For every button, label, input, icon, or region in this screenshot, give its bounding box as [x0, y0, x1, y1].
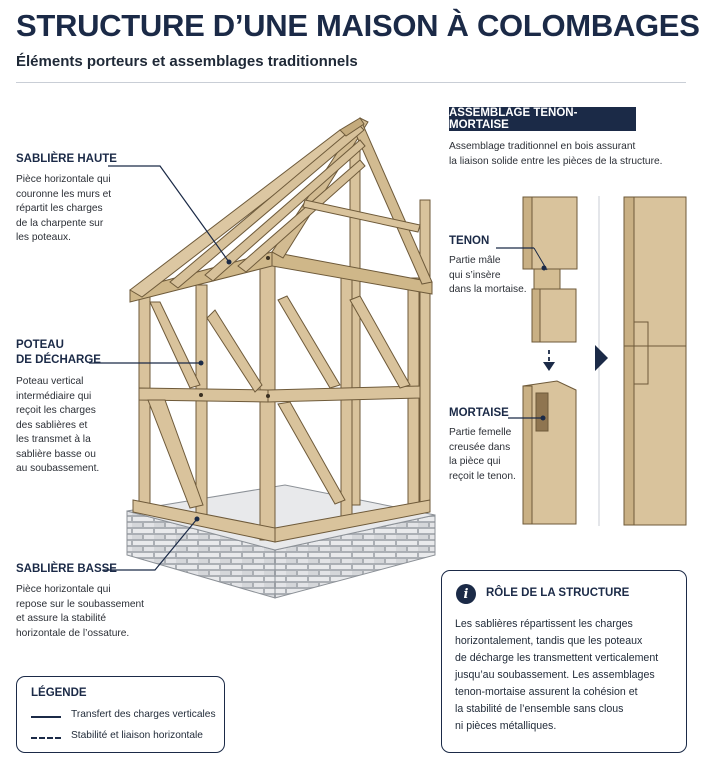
label-poteau-title: POTEAU DE DÉCHARGE — [16, 339, 101, 366]
legend-panel — [16, 676, 225, 753]
assembled-joint — [623, 196, 687, 526]
mortise-piece — [522, 380, 577, 525]
assemblage-intro: Assemblage traditionnel en bois assurant… — [449, 141, 663, 167]
legend-solid-line — [31, 716, 61, 718]
page-subtitle: Éléments porteurs et assemblages traditi… — [16, 53, 358, 70]
assemblage-badge: ASSEMBLAGE TENON-MORTAISE — [449, 107, 636, 131]
legend-dashed-line — [31, 737, 61, 739]
timber-frame — [129, 116, 433, 543]
tenon-text: Partie mâle qui s’insère dans la mortais… — [449, 255, 527, 295]
legend-title: LÉGENDE — [31, 687, 87, 699]
arrow-down-icon — [543, 362, 555, 371]
tenon-title: TENON — [449, 235, 490, 247]
page-title: STRUCTURE D’UNE MAISON À COLOMBAGES — [16, 8, 700, 43]
label-sabliere-basse-title: SABLIÈRE BASSE — [16, 563, 117, 575]
role-panel — [441, 570, 687, 753]
role-text: Les sablières répartissent les charges h… — [455, 618, 659, 732]
info-icon: i — [456, 584, 476, 604]
header-divider — [16, 82, 686, 83]
tenon-marker — [541, 265, 547, 271]
label-poteau-text: Poteau vertical intermédiaire qui reçoit… — [16, 376, 100, 474]
label-sabliere-basse-text: Pièce horizontale qui repose sur le soub… — [16, 584, 144, 639]
stone-foundation — [126, 484, 436, 599]
label-sabliere-haute-text: Pièce horizontale qui couronne les murs … — [16, 174, 112, 243]
mortaise-title: MORTAISE — [449, 407, 509, 419]
mortise-marker — [540, 415, 546, 421]
mortaise-text: Partie femelle creusée dans la pièce qui… — [449, 427, 516, 482]
leader-lines — [89, 165, 230, 571]
arrow-right-icon — [595, 345, 608, 371]
label-sabliere-haute-title: SABLIÈRE HAUTE — [16, 153, 117, 165]
role-title: RÔLE DE LA STRUCTURE — [486, 587, 630, 599]
tenon-piece — [522, 196, 578, 343]
legend-item-solid: Transfert des charges verticales — [71, 709, 216, 720]
legend-item-dashed: Stabilité et liaison horizontale — [71, 730, 203, 741]
